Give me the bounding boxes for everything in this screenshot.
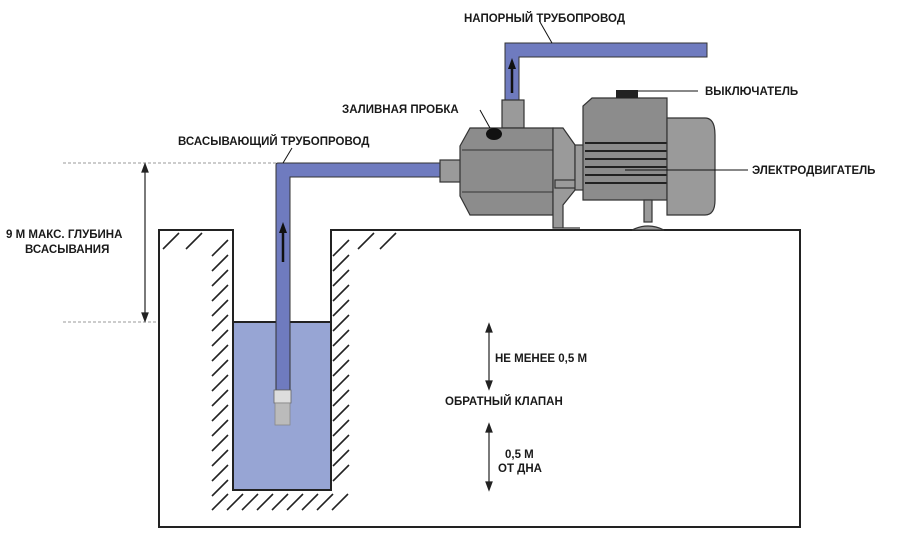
hatch-stroke	[286, 493, 304, 511]
flow-arrow-icon	[508, 58, 516, 93]
hatch-stroke	[332, 314, 350, 332]
hatch-stroke	[211, 314, 229, 332]
hatch-stroke	[211, 464, 229, 482]
hatch-stroke	[185, 232, 203, 250]
hatch-stroke	[211, 299, 229, 317]
label-max-depth-1: 9 М МАКС. ГЛУБИНА	[6, 229, 122, 241]
hatch-stroke	[332, 269, 350, 287]
check-valve	[273, 389, 292, 404]
hatch-stroke	[271, 493, 289, 511]
hatch-stroke	[316, 493, 334, 511]
hatch-stroke	[211, 254, 229, 272]
soil-hatching	[162, 232, 397, 511]
hatch-stroke	[332, 329, 350, 347]
hatch-stroke	[211, 404, 229, 422]
ground	[158, 229, 801, 528]
hatch-stroke	[332, 419, 350, 437]
hatch-stroke	[211, 449, 229, 467]
leader-lines	[282, 21, 748, 171]
hatch-stroke	[332, 374, 350, 392]
filler-plug	[486, 128, 502, 140]
switch	[616, 90, 638, 98]
label-from-bottom-1: 0,5 М	[505, 449, 534, 461]
hatch-stroke	[241, 493, 259, 511]
suction-pipe	[273, 162, 441, 426]
label-suction-pipe: ВСАСЫВАЮЩИЙ ТРУБОПРОВОД	[178, 135, 369, 148]
hatch-stroke	[211, 419, 229, 437]
label-filler-plug: ЗАЛИВНАЯ ПРОБКА	[342, 104, 459, 116]
hatch-stroke	[332, 344, 350, 362]
hatch-stroke	[211, 389, 229, 407]
hatch-stroke	[301, 493, 319, 511]
label-check-valve: ОБРАТНЫЙ КЛАПАН	[445, 395, 563, 408]
hatch-stroke	[332, 434, 350, 452]
hatch-stroke	[256, 493, 274, 511]
hatch-stroke	[332, 284, 350, 302]
hatch-stroke	[332, 404, 350, 422]
strainer	[274, 402, 291, 426]
hatch-stroke	[211, 374, 229, 392]
flow-arrow-icon	[279, 222, 287, 262]
label-discharge-pipe: НАПОРНЫЙ ТРУБОПРОВОД	[464, 12, 625, 25]
hatch-stroke	[332, 299, 350, 317]
hatch-stroke	[211, 434, 229, 452]
label-motor: ЭЛЕКТРОДВИГАТЕЛЬ	[752, 165, 875, 177]
hatch-stroke	[211, 479, 229, 497]
hatch-stroke	[211, 359, 229, 377]
label-from-bottom-2: ОТ ДНА	[498, 463, 542, 475]
hatch-stroke	[332, 239, 350, 257]
hatch-stroke	[162, 232, 180, 250]
hatch-stroke	[211, 284, 229, 302]
label-switch: ВЫКЛЮЧАТЕЛЬ	[705, 86, 798, 98]
hatch-stroke	[332, 359, 350, 377]
hatch-stroke	[211, 269, 229, 287]
hatch-stroke	[331, 493, 349, 511]
hatch-stroke	[332, 464, 350, 482]
hatch-stroke	[332, 254, 350, 272]
label-min-immersion: НЕ МЕНЕЕ 0,5 М	[495, 353, 587, 365]
dimension-arrows	[141, 162, 493, 492]
hatch-stroke	[332, 449, 350, 467]
hatch-stroke	[357, 232, 375, 250]
hatch-stroke	[211, 344, 229, 362]
hatch-stroke	[211, 493, 229, 511]
hatch-stroke	[211, 239, 229, 257]
hatch-stroke	[379, 232, 397, 250]
hatch-stroke	[211, 329, 229, 347]
hatch-stroke	[332, 389, 350, 407]
label-max-depth-2: ВСАСЫВАНИЯ	[25, 244, 109, 256]
hatch-stroke	[226, 493, 244, 511]
pump	[439, 90, 716, 231]
